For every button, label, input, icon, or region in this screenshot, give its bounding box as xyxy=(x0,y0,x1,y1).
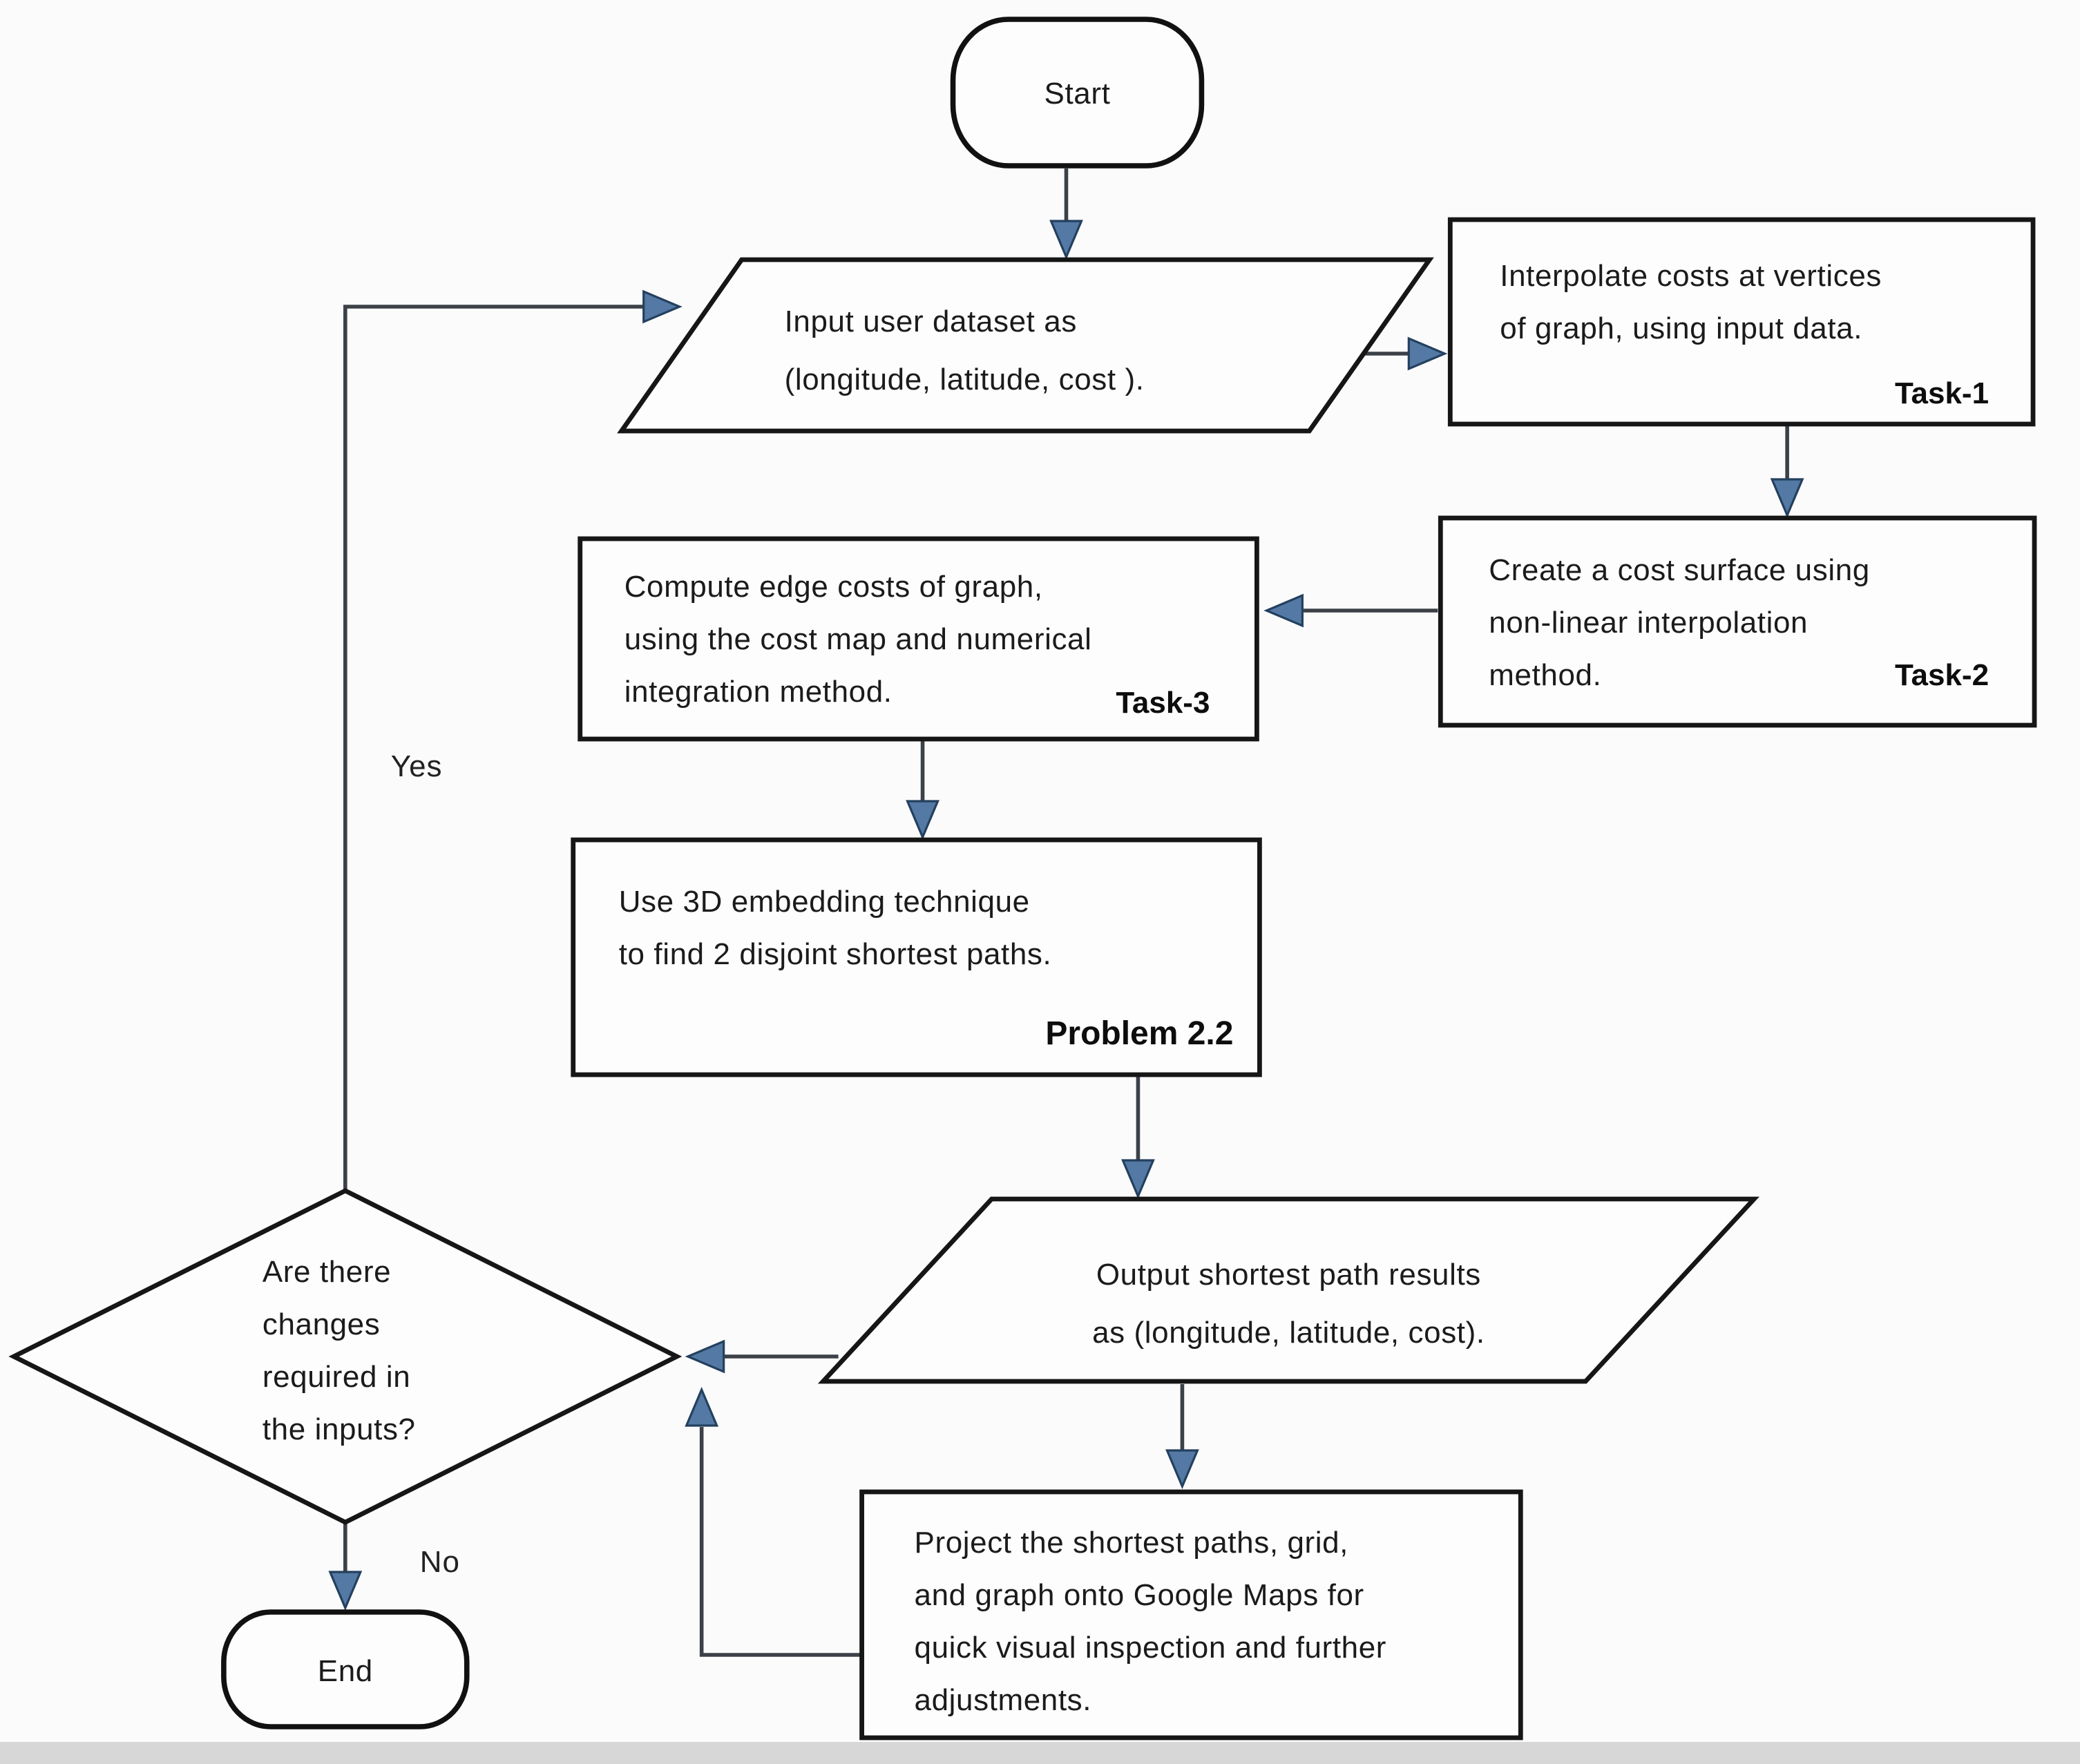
task1-box-shape xyxy=(1447,217,2036,427)
edge-decision-yes: Yes xyxy=(343,289,683,1191)
arrowhead-right-icon xyxy=(642,289,683,324)
arrowhead-down-icon xyxy=(1165,1449,1199,1490)
edge-label-yes: Yes xyxy=(391,749,443,783)
edge-problem-to-output xyxy=(1121,1075,1155,1200)
decision-diamond-shape xyxy=(8,1188,683,1525)
project-box-shape xyxy=(859,1489,1523,1741)
edge-task3-to-problem xyxy=(906,739,939,841)
decision-line-2: changes xyxy=(263,1307,380,1341)
arrowhead-down-icon xyxy=(1121,1159,1155,1200)
task1-line-1: Interpolate costs at vertices xyxy=(1500,259,1882,293)
output-parallelogram-shape xyxy=(817,1196,1759,1384)
edge-output-to-project xyxy=(1165,1384,1199,1490)
arrowhead-down-icon xyxy=(906,800,939,841)
node-start: Start xyxy=(950,17,1205,169)
decision-line-3: required in xyxy=(263,1360,410,1394)
task3-tag: Task-3 xyxy=(1116,686,1210,720)
input-line-1: Input user dataset as xyxy=(785,305,1077,338)
decision-line-1: Are there xyxy=(263,1255,391,1289)
task2-box-shape xyxy=(1438,515,2037,728)
problem-tag: Problem 2.2 xyxy=(1045,1015,1233,1052)
task2-line-3: method. xyxy=(1489,658,1601,692)
task1-line-2: of graph, using input data. xyxy=(1500,311,1862,345)
task3-line-3: integration method. xyxy=(624,675,893,709)
node-end: End xyxy=(221,1609,470,1729)
start-label: Start xyxy=(1044,77,1111,111)
arrowhead-left-icon xyxy=(685,1339,725,1374)
node-output-results: Output shortest path results as (longitu… xyxy=(817,1196,1759,1384)
input-line-2: (longitude, latitude, cost ). xyxy=(785,363,1145,396)
edge-project-loop-line xyxy=(699,1427,862,1657)
edge-task1-to-task2 xyxy=(1770,424,1804,519)
arrowhead-left-icon xyxy=(1263,593,1304,628)
arrowhead-down-icon xyxy=(1049,220,1083,260)
end-terminal-shape xyxy=(221,1609,470,1729)
edge-label-no: No xyxy=(420,1545,460,1579)
start-terminal-shape xyxy=(950,17,1205,169)
edge-task2-to-task3 xyxy=(1263,593,1438,628)
task3-box-shape xyxy=(578,536,1259,742)
project-line-1: Project the shortest paths, grid, xyxy=(915,1526,1348,1560)
problem-box-shape xyxy=(571,837,1262,1077)
output-line-2: as (longitude, latitude, cost). xyxy=(1092,1316,1485,1350)
node-problem-22: Use 3D embedding technique to find 2 dis… xyxy=(571,837,1262,1077)
input-parallelogram-shape xyxy=(617,257,1434,434)
end-label: End xyxy=(318,1654,373,1688)
task3-line-1: Compute edge costs of graph, xyxy=(624,570,1043,604)
edge-output-to-decision xyxy=(685,1339,839,1374)
decision-line-4: the inputs? xyxy=(263,1412,416,1446)
node-input-dataset: Input user dataset as (longitude, latitu… xyxy=(617,257,1434,434)
problem-line-1: Use 3D embedding technique xyxy=(619,885,1030,919)
arrowhead-up-icon xyxy=(685,1386,719,1427)
project-line-4: adjustments. xyxy=(915,1683,1092,1717)
node-task2: Create a cost surface using non-linear i… xyxy=(1438,515,2037,728)
task1-tag: Task-1 xyxy=(1895,376,1989,410)
edge-project-loop-back xyxy=(685,1386,862,1657)
task3-line-2: using the cost map and numerical xyxy=(624,622,1092,656)
node-project-google-maps: Project the shortest paths, grid, and gr… xyxy=(859,1489,1523,1741)
edge-decision-yes-line xyxy=(343,305,645,1191)
node-task3: Compute edge costs of graph, using the c… xyxy=(578,536,1259,742)
project-line-2: and graph onto Google Maps for xyxy=(915,1578,1364,1612)
problem-line-2: to find 2 disjoint shortest paths. xyxy=(619,937,1052,971)
footer-band xyxy=(0,1742,2080,1764)
output-line-1: Output shortest path results xyxy=(1096,1258,1481,1292)
task2-line-2: non-linear interpolation xyxy=(1489,606,1808,640)
edge-decision-no: No xyxy=(328,1522,460,1611)
node-task1: Interpolate costs at vertices of graph, … xyxy=(1447,217,2036,427)
task2-tag: Task-2 xyxy=(1895,658,1989,692)
project-line-3: quick visual inspection and further xyxy=(915,1631,1386,1665)
arrowhead-right-icon xyxy=(1407,336,1448,371)
arrowhead-down-icon xyxy=(328,1571,363,1611)
node-decision-changes: Are there changes required in the inputs… xyxy=(8,1188,683,1525)
edge-input-to-task1 xyxy=(1360,336,1448,371)
task2-line-1: Create a cost surface using xyxy=(1489,553,1870,587)
edge-start-to-input xyxy=(1049,169,1083,260)
arrowhead-down-icon xyxy=(1770,478,1804,519)
